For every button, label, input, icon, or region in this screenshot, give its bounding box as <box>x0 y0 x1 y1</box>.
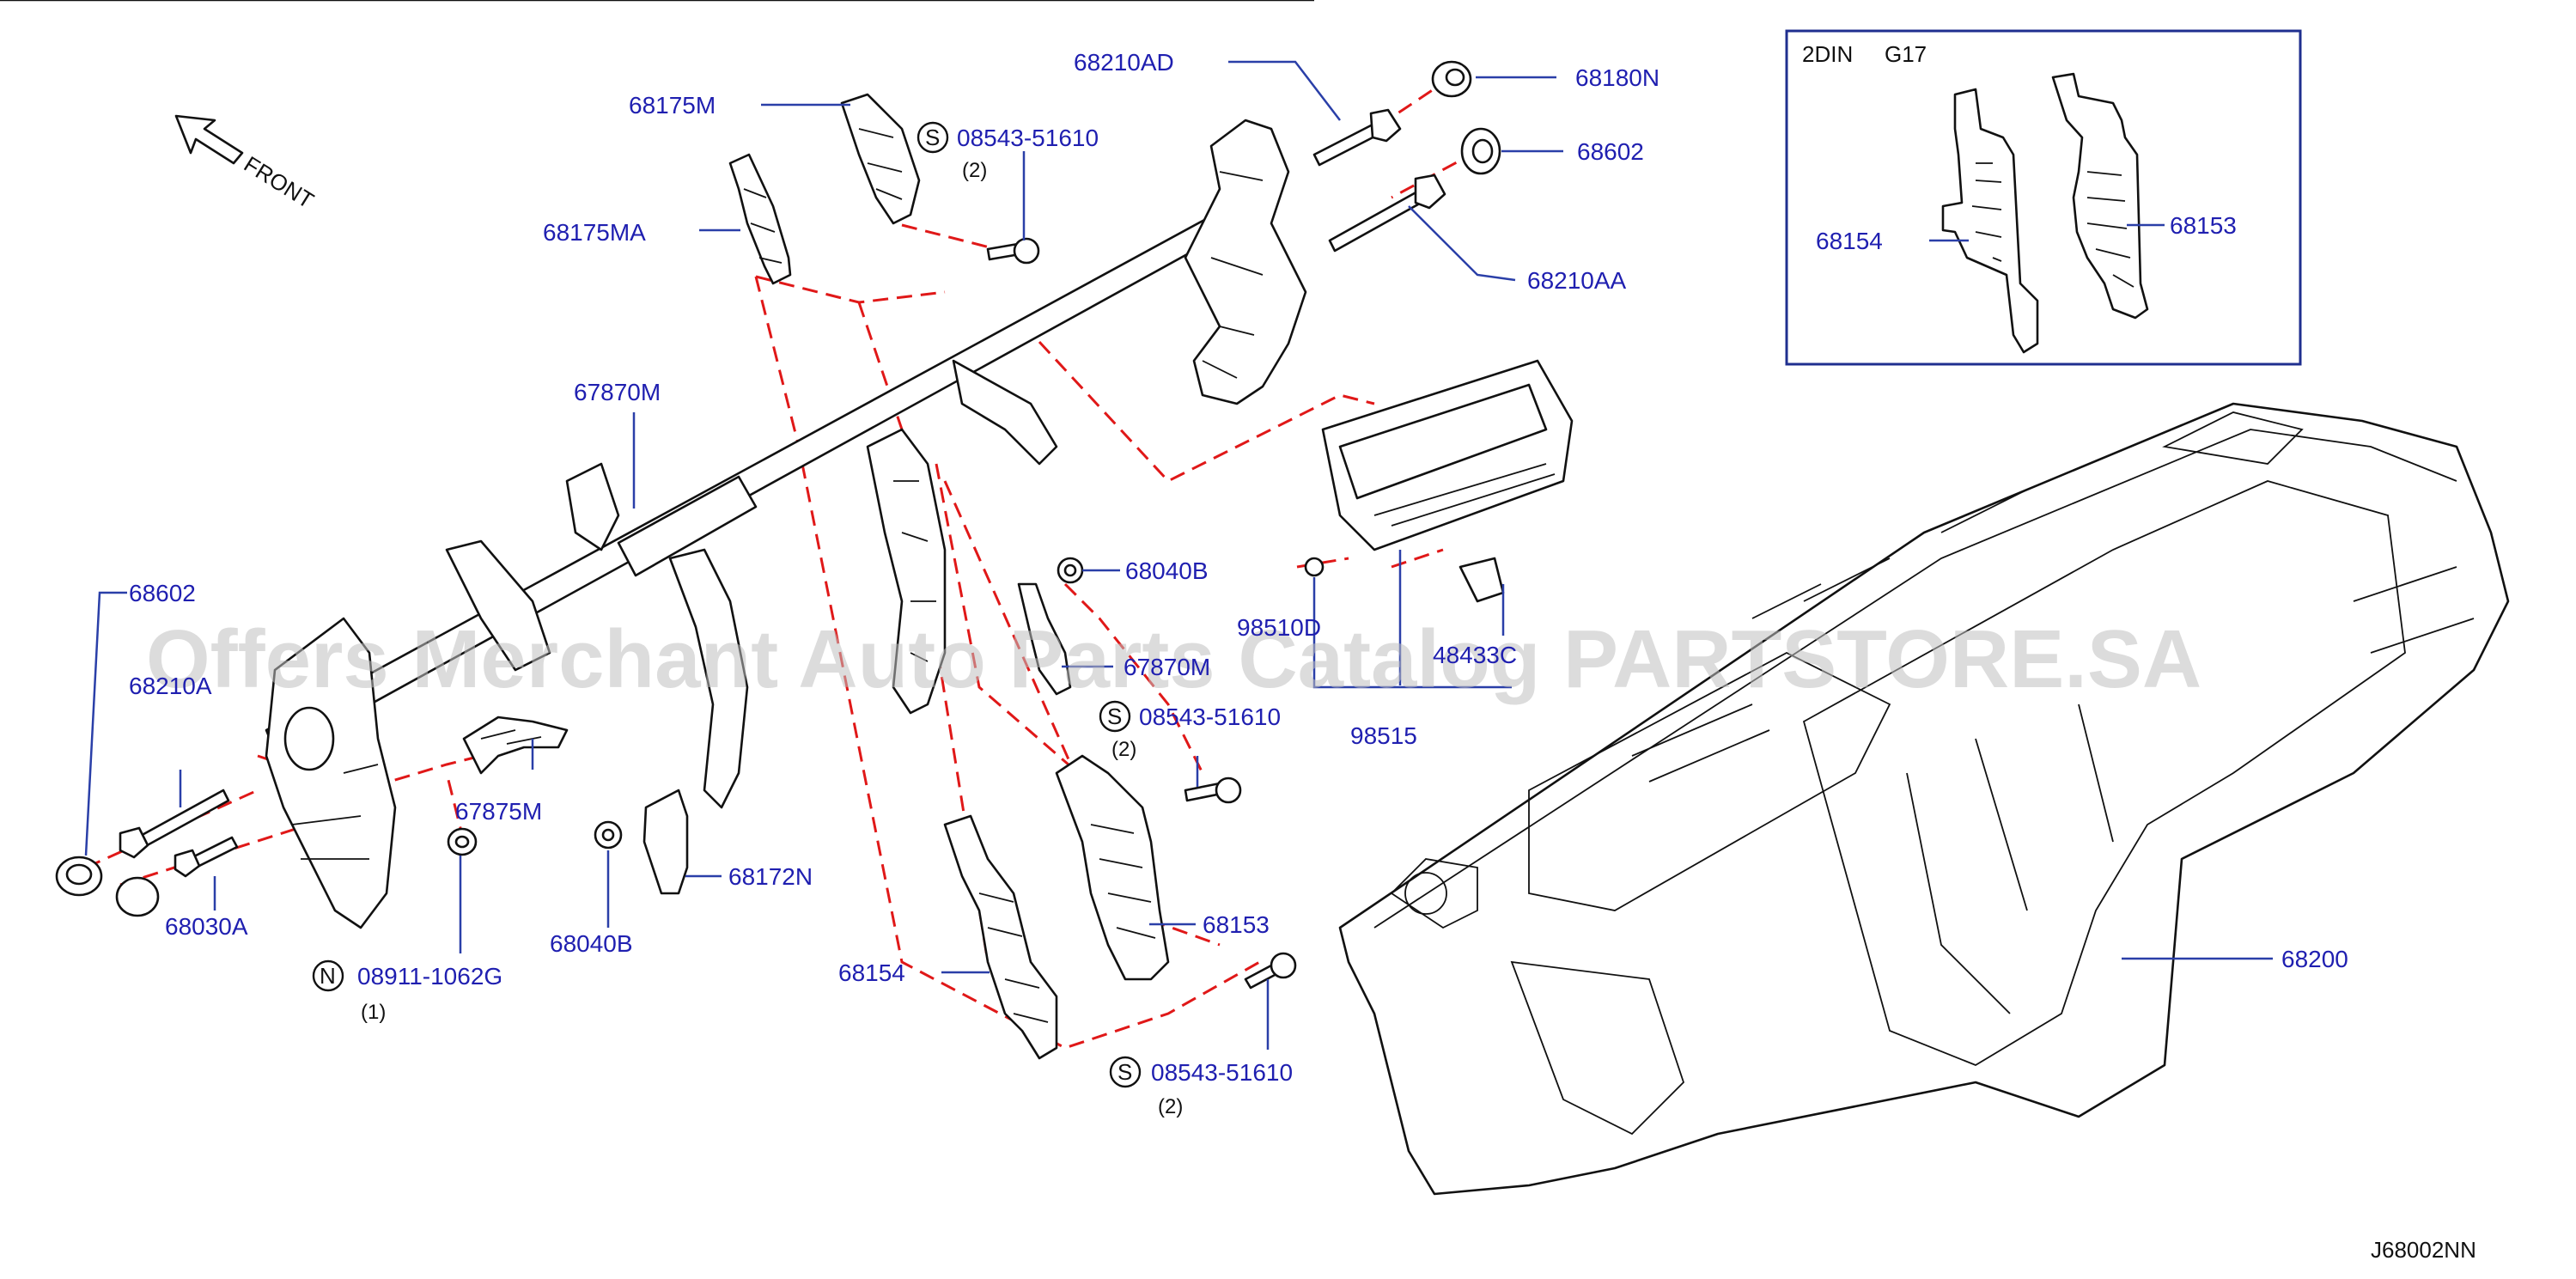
nut-68180N <box>1431 60 1472 98</box>
left-brace <box>668 548 749 809</box>
inset-bracket-68154 <box>1941 88 2039 354</box>
nut-68040B-mid <box>1057 557 1084 584</box>
screw-qty-3: (2) <box>1158 1095 1183 1118</box>
inset-label-68154: 68154 <box>1816 228 1883 254</box>
inset-title-g17: G17 <box>1885 41 1927 67</box>
label-68602-left: 68602 <box>129 580 196 606</box>
label-68040B-mid: 68040B <box>1125 557 1209 584</box>
bolt-68030A <box>174 836 239 878</box>
front-label: FRONT <box>240 151 319 214</box>
grommet-68602-left <box>55 856 103 897</box>
screw-label-3: 08543-51610 <box>1151 1059 1293 1086</box>
nut-08911-1062G <box>447 827 478 856</box>
inset-label-68153: 68153 <box>2170 212 2237 239</box>
symbol-n: N <box>320 963 336 989</box>
screw-08543-top <box>986 237 1040 265</box>
screw-08543-bottom <box>1244 952 1297 990</box>
bracket-68172N <box>642 789 689 895</box>
screw-08543-mid <box>1184 777 1242 804</box>
screw-labels: 08543-51610 (2) 08543-51610 (2) 08543-51… <box>357 125 1293 1118</box>
bracket-68154 <box>943 814 1058 1060</box>
screw-qty-n: (1) <box>361 1001 386 1024</box>
label-98515: 98515 <box>1350 722 1417 749</box>
symbol-s-2: S <box>1107 703 1122 729</box>
diagram-code: J68002NN <box>2371 1237 2476 1263</box>
label-68210A: 68210A <box>129 673 212 699</box>
steering-support <box>445 539 551 672</box>
screw-label-2: 08543-51610 <box>1139 703 1281 730</box>
label-68180N: 68180N <box>1575 64 1659 91</box>
instrument-panel-68200 <box>1338 402 2510 1196</box>
bracket-68175MA <box>728 153 792 285</box>
cross-car-beam <box>265 119 1307 929</box>
label-68030A: 68030A <box>165 913 248 940</box>
label-48433C: 48433C <box>1433 642 1517 668</box>
label-98510D: 98510D <box>1237 614 1321 641</box>
part-labels: 68210AD 68180N 68602 68210AA 68175M 6817… <box>129 49 2348 986</box>
leader-lines <box>84 60 2273 1050</box>
label-68040B-bottom: 68040B <box>550 930 633 957</box>
nut-68040B-bottom <box>594 820 623 850</box>
screw-label-1: 08543-51610 <box>957 125 1099 151</box>
label-68210AD: 68210AD <box>1074 49 1174 76</box>
inset-title-2din: 2DIN <box>1802 41 1853 67</box>
screw-symbols: S S S N <box>312 121 1142 1088</box>
bracket-68153 <box>1055 754 1170 981</box>
inset-2din-g17: 2DIN G17 68154 68153 <box>1785 29 2302 366</box>
cap-plug <box>115 876 160 917</box>
bolt-68210A <box>119 789 230 859</box>
beam-left-bracket <box>265 617 397 929</box>
label-67870M: 67870M <box>574 379 661 405</box>
screw-qty-2: (2) <box>1111 738 1136 761</box>
center-brace-left <box>866 428 947 715</box>
screw-label-n: 08911-1062G <box>357 963 502 990</box>
display-unit-98515 <box>1304 359 1574 603</box>
symbol-s-1: S <box>925 125 940 150</box>
beam-right-bracket <box>1184 119 1307 405</box>
center-stay <box>952 359 1058 466</box>
label-68175MA: 68175MA <box>543 219 646 246</box>
bracket-68175M <box>840 93 921 225</box>
label-68200: 68200 <box>2281 946 2348 972</box>
label-67875M: 67875M <box>455 798 542 825</box>
bolt-68210AA <box>1328 174 1446 253</box>
symbol-s-3: S <box>1117 1059 1132 1085</box>
screw-qty-1: (2) <box>962 159 987 182</box>
label-68602-top: 68602 <box>1577 138 1644 165</box>
bracket-67870M-mid <box>1017 582 1072 696</box>
grommet-68602-top <box>1460 127 1501 175</box>
label-67870M-mid: 67870M <box>1124 654 1210 680</box>
inset-bracket-68153 <box>2051 72 2149 320</box>
label-68172N: 68172N <box>728 863 813 890</box>
label-68210AA: 68210AA <box>1527 267 1627 294</box>
label-68154: 68154 <box>838 959 905 986</box>
bracket-67875M <box>462 716 569 775</box>
front-arrow-icon <box>174 114 244 165</box>
label-68175M: 68175M <box>629 92 716 119</box>
label-68153: 68153 <box>1203 911 1270 938</box>
watermark: Offers Merchant Auto Parts Catalog PARTS… <box>146 613 2201 705</box>
bolt-68210AD <box>0 0 1402 167</box>
